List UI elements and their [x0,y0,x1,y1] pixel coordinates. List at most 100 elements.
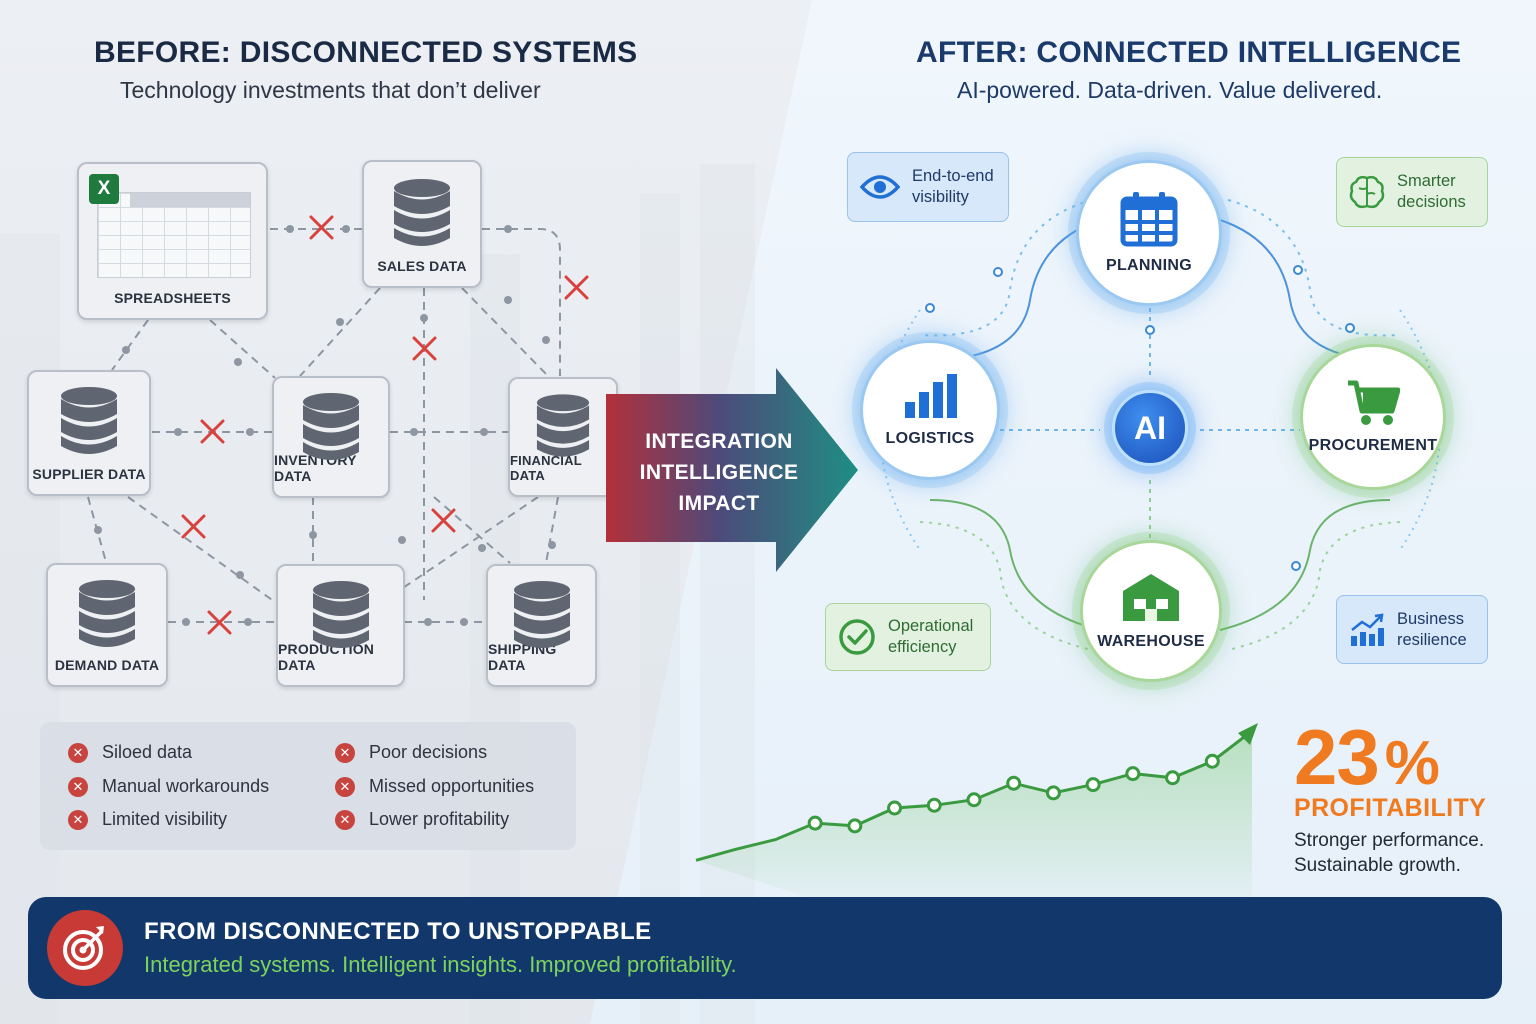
planning-node: PLANNING [1076,160,1222,306]
trend-point [1006,775,1022,791]
check-circle-icon [839,619,875,655]
trend-area [696,731,1252,900]
issue-text: Poor decisions [369,742,488,762]
arrow-line-1: INTEGRATION [645,430,793,453]
trend-point [1085,777,1101,793]
before-title: BEFORE: DISCONNECTED SYSTEMS [94,36,638,69]
supplier-data-label: SUPPLIER DATA [32,466,146,482]
warehouse-icon [1123,574,1179,621]
shopping-cart-icon [1348,380,1400,425]
trend-point [966,792,982,808]
issues-panel [40,722,576,850]
database-icon [303,393,359,460]
production-data-node: PRODUCTION DATA [276,564,405,687]
callout-line: efficiency [888,638,957,656]
logistics-node: LOGISTICS [860,340,1000,480]
callout-line: visibility [912,188,969,206]
brain-icon [1349,175,1385,209]
trend-point [1165,770,1181,786]
callout-line: End-to-end [912,167,994,185]
skyline-building [700,164,755,1024]
efficiency-callout: Operational efficiency [825,603,991,671]
trend-point [887,800,903,816]
x-icon: ✕ [68,809,88,830]
procurement-node: PROCUREMENT [1300,344,1446,490]
ai-hub: AI [1112,390,1188,466]
bottom-banner [28,897,1502,999]
issue-item: ✕Missed opportunities [335,776,534,797]
banner-subtitle: Integrated systems. Intelligent insights… [144,952,737,977]
ai-hub-label: AI [1134,409,1166,446]
visibility-callout: End-to-end visibility [847,152,1009,222]
trend-point [1045,785,1061,801]
issue-item: ✕ Lower profitability [335,809,509,830]
issue-item: ✕ Limited visibility [68,809,227,830]
demand-data-node: DEMAND DATA [46,563,168,687]
arrow-line-3: IMPACT [678,492,760,515]
banner-title: FROM DISCONNECTED TO UNSTOPPABLE [144,918,652,945]
issue-item: ✕Siloed data [68,742,192,763]
excel-icon: X [89,174,119,204]
database-icon [61,387,117,454]
x-icon: ✕ [335,809,355,830]
profitability-label: PROFITABILITY [1294,794,1487,822]
issue-text: Limited visibility [102,809,228,829]
transition-arrow [606,368,858,572]
stat-line-1: Stronger performance. [1294,830,1485,851]
x-icon: ✕ [335,776,355,797]
spreadsheets-node: X SPREADSHEETS [77,162,268,320]
database-icon [79,580,135,647]
arrow-line-2: INTELLIGENCE [639,461,799,484]
profit-trend-chart [695,723,1258,900]
issue-item: ✕ Poor decisions [335,742,487,763]
warehouse-node: WAREHOUSE [1080,540,1222,682]
trend-point [847,818,863,834]
financial-data-node: FINANCIAL DATA [508,377,618,497]
procurement-label: PROCUREMENT [1308,437,1438,454]
before-subtitle: Technology investments that don’t delive… [120,77,541,103]
issue-item: ✕ Manual workarounds [68,776,269,797]
resilience-callout: Business resilience [1336,595,1488,664]
trend-arrowhead [1238,723,1258,745]
profitability-stat: 23% [1294,712,1440,803]
sales-data-node: SALES DATA [362,160,482,288]
callout-line: resilience [1397,630,1467,649]
shipping-data-node: SHIPPING DATA [486,564,597,687]
spreadsheets-label: SPREADSHEETS [114,290,231,306]
financial-data-label: FINANCIAL DATA [510,453,582,483]
callout-line: decisions [1397,193,1466,211]
issue-text: Lower profitability [369,809,510,829]
callout-line: Operational [888,617,974,635]
x-icon: ✕ [68,742,88,763]
skyline-building [640,194,680,1024]
after-title: AFTER: CONNECTED INTELLIGENCE [916,36,1462,69]
growth-chart-icon [1351,613,1384,646]
decisions-text: Smarter decisions [1397,171,1466,213]
target-arrow-icon [63,926,104,970]
supplier-data-node: SUPPLIER DATA [27,370,151,496]
bar-chart-icon [905,374,957,418]
visibility-text: End-to-end visibility [912,166,994,208]
x-icon: ✕ [335,742,355,763]
issue-text: Manual workarounds [102,776,270,796]
warehouse-label: WAREHOUSE [1097,633,1205,650]
planning-label: PLANNING [1106,257,1192,274]
after-subtitle: AI-powered. Data-driven. Value delivered… [957,77,1383,103]
efficiency-text: Operational efficiency [888,616,973,658]
trend-point [1125,766,1141,782]
target-icon [47,910,123,986]
decisions-callout: Smarter decisions [1336,157,1488,227]
database-icon [513,581,570,648]
resilience-text: Business resilience [1397,609,1467,651]
sales-data-label: SALES DATA [377,258,467,274]
trend-point [807,815,823,831]
x-icon: ✕ [68,776,88,797]
inventory-data-node: INVENTORY DATA [272,376,390,498]
stat-unit: % [1384,729,1440,798]
spreadsheet-grid [97,192,251,278]
demand-data-label: DEMAND DATA [54,657,160,673]
stat-value: 23 [1294,713,1380,801]
database-icon [312,581,369,648]
database-icon [394,179,450,246]
callout-line: Smarter [1397,172,1456,190]
